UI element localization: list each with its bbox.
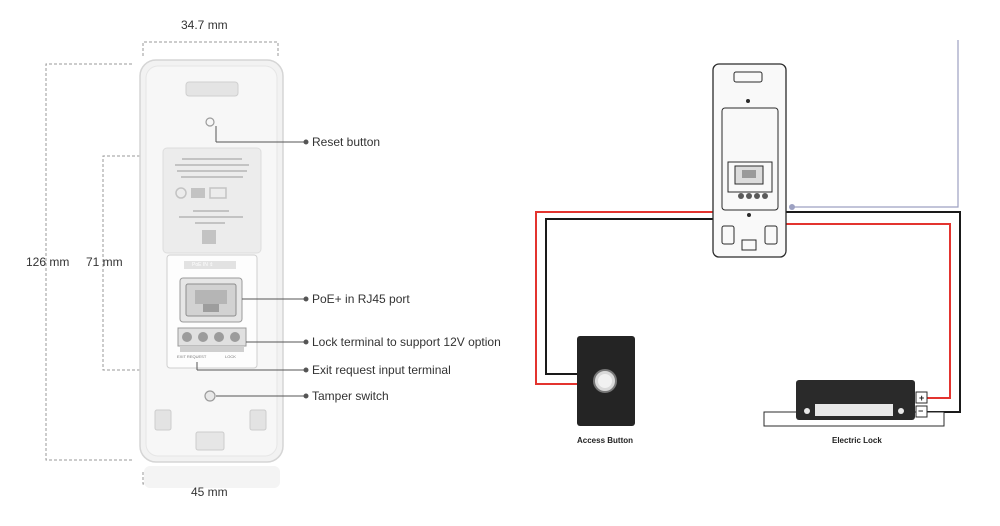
callout-reset-button: Reset button	[312, 135, 381, 149]
callout-lock-terminal: Lock terminal to support 12V option	[312, 335, 501, 349]
reset-button-hole	[205, 117, 215, 127]
callout-poe-port: PoE+ in RJ45 port	[312, 292, 410, 306]
device-exit-request-label: EXIT REQUEST	[177, 354, 207, 359]
dim-height-inner: 71 mm	[86, 255, 123, 269]
dim-top-width: 34.7 mm	[181, 18, 228, 32]
dim-bottom-width: 45 mm	[191, 485, 228, 499]
electric-lock-device	[763, 380, 945, 427]
terminal-block	[177, 327, 247, 352]
device-back	[139, 59, 284, 488]
device-front	[712, 63, 787, 258]
callout-tamper-switch: Tamper switch	[312, 389, 389, 403]
lock-minus-terminal: −	[918, 406, 924, 416]
access-button-device	[577, 336, 635, 426]
callout-lines	[196, 126, 309, 399]
tamper-switch	[204, 390, 216, 402]
callout-exit-request: Exit request input terminal	[312, 363, 451, 377]
device-lock-label: LOCK	[225, 354, 236, 359]
lock-plus-terminal: +	[919, 393, 925, 403]
electric-lock-label: Electric Lock	[832, 436, 882, 445]
device-poe-in-label: PoE IN ⇕	[192, 262, 214, 268]
dim-height-total: 126 mm	[26, 255, 70, 269]
access-button-label: Access Button	[577, 436, 634, 445]
